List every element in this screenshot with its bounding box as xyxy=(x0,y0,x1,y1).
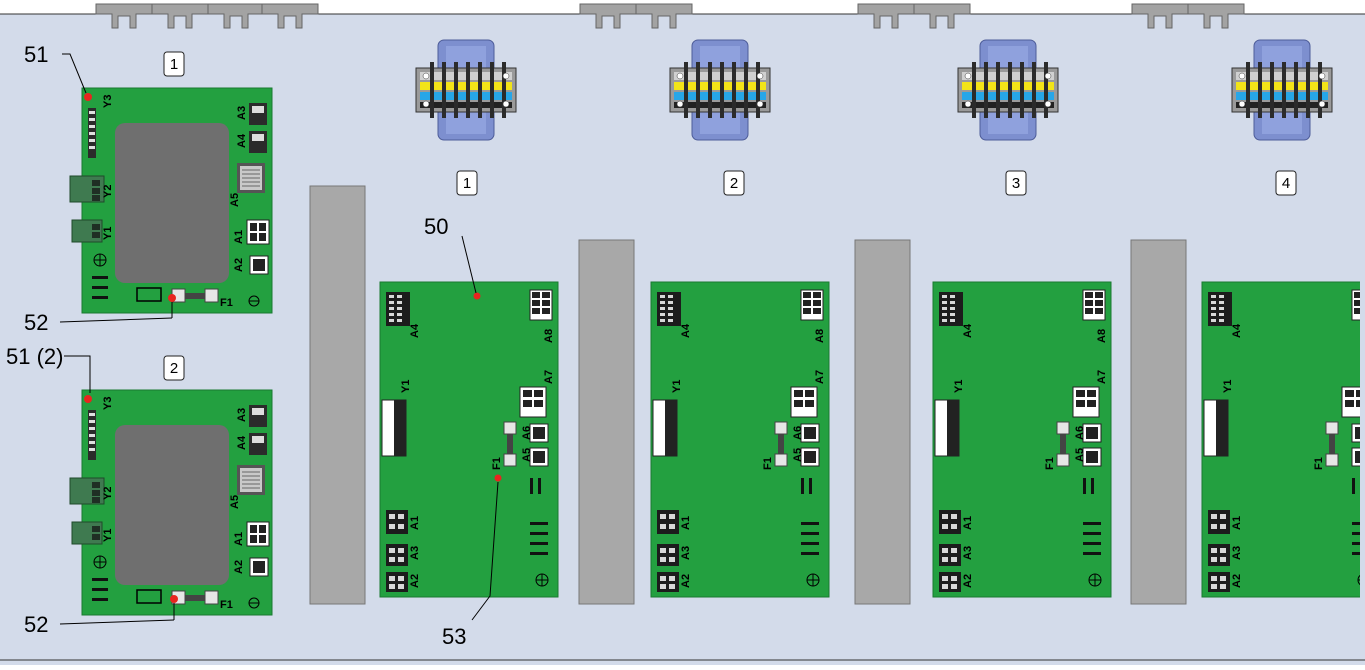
callout-51: 51 xyxy=(24,42,48,67)
fuse-led-52-2 xyxy=(170,595,178,603)
led-indicator-51 xyxy=(84,93,92,101)
controller-board-1 xyxy=(69,87,273,314)
svg-text:A7: A7 xyxy=(543,370,555,384)
cable-duct-2 xyxy=(578,239,635,605)
led-indicator-51-2 xyxy=(84,395,92,403)
svg-text:F1: F1 xyxy=(1044,457,1056,470)
label-y1: Y1 xyxy=(102,227,114,240)
label-y3: Y3 xyxy=(102,95,114,108)
label-a4: A4 xyxy=(236,133,248,148)
cable-duct-3 xyxy=(854,239,911,605)
svg-text:4: 4 xyxy=(1282,175,1290,192)
io-board-labels: A4 A8 Y1 A7 A6 A5 F1 A1 A3 A2 A4 A8 Y1 A… xyxy=(400,323,1325,588)
label-a5: A5 xyxy=(229,193,241,207)
svg-text:A1: A1 xyxy=(409,516,421,530)
svg-text:A4: A4 xyxy=(680,323,692,338)
svg-text:A4: A4 xyxy=(409,323,421,338)
svg-text:F1: F1 xyxy=(1313,457,1325,470)
controller-board-2 xyxy=(69,389,273,616)
svg-text:Y1: Y1 xyxy=(400,380,412,393)
cable-duct-4 xyxy=(1130,239,1187,605)
fuse-led-52 xyxy=(168,294,176,302)
svg-text:A8: A8 xyxy=(814,329,826,343)
svg-text:A6: A6 xyxy=(792,426,804,440)
io-board-4 xyxy=(1201,281,1365,598)
svg-text:A3: A3 xyxy=(962,546,974,560)
svg-text:F1: F1 xyxy=(762,457,774,470)
svg-text:A7: A7 xyxy=(814,370,826,384)
svg-text:A7: A7 xyxy=(1096,370,1108,384)
svg-text:Y1: Y1 xyxy=(953,380,965,393)
controller-board-2-labels: Y3 A3 A4 A5 Y2 Y1 A1 A2 F1 xyxy=(102,397,248,611)
leader-lines xyxy=(59,53,499,625)
label-a4-b: A4 xyxy=(236,435,248,450)
svg-text:1: 1 xyxy=(463,175,471,192)
svg-text:3: 3 xyxy=(1012,175,1020,192)
io-board-led-50 xyxy=(473,292,481,300)
svg-text:A6: A6 xyxy=(1074,426,1086,440)
svg-text:A2: A2 xyxy=(1231,574,1243,588)
svg-text:A5: A5 xyxy=(521,448,533,462)
svg-text:A3: A3 xyxy=(409,546,421,560)
callout-50: 50 xyxy=(424,214,448,239)
callout-labels: 51 51 (2) 52 52 50 53 xyxy=(6,42,466,649)
svg-text:1: 1 xyxy=(170,56,178,73)
callout-52: 52 xyxy=(24,310,48,335)
svg-text:A1: A1 xyxy=(1231,516,1243,530)
svg-text:A8: A8 xyxy=(543,329,555,343)
svg-text:2: 2 xyxy=(730,175,738,192)
cable-duct-1 xyxy=(309,185,366,605)
label-f1: F1 xyxy=(220,297,233,309)
terminal-number-box-4: 4 xyxy=(1275,170,1297,196)
label-a2: A2 xyxy=(233,258,245,272)
label-a1-b: A1 xyxy=(233,532,245,546)
callout-51-2: 51 (2) xyxy=(6,344,63,369)
svg-text:A8: A8 xyxy=(1096,329,1108,343)
svg-text:A2: A2 xyxy=(409,574,421,588)
svg-text:A1: A1 xyxy=(680,516,692,530)
label-a3-b: A3 xyxy=(236,408,248,422)
svg-text:A5: A5 xyxy=(1074,448,1086,462)
svg-text:A5: A5 xyxy=(792,448,804,462)
svg-text:A4: A4 xyxy=(1231,323,1243,338)
label-a2-b: A2 xyxy=(233,560,245,574)
label-a1: A1 xyxy=(233,230,245,244)
terminal-number-box-3: 3 xyxy=(1005,170,1027,196)
callout-53: 53 xyxy=(442,624,466,649)
terminal-number-box-1: 1 xyxy=(456,170,478,196)
svg-text:2: 2 xyxy=(170,360,178,377)
label-y2: Y2 xyxy=(102,185,114,198)
svg-text:A3: A3 xyxy=(680,546,692,560)
svg-text:A2: A2 xyxy=(962,574,974,588)
label-y3-b: Y3 xyxy=(102,397,114,410)
io-board-1 xyxy=(379,281,559,598)
label-a3: A3 xyxy=(236,106,248,120)
svg-text:A1: A1 xyxy=(962,516,974,530)
terminal-number-box-2: 2 xyxy=(723,170,745,196)
svg-text:A4: A4 xyxy=(962,323,974,338)
controller-board-1-labels: Y3 A3 A4 A5 Y2 Y1 A1 A2 F1 xyxy=(102,95,248,309)
board-number-box-1: 1 xyxy=(163,51,185,77)
label-a5-b: A5 xyxy=(229,495,241,509)
label-y2-b: Y2 xyxy=(102,487,114,500)
svg-text:F1: F1 xyxy=(491,457,503,470)
svg-text:Y1: Y1 xyxy=(671,380,683,393)
svg-text:A6: A6 xyxy=(521,426,533,440)
io-fuse-led-53 xyxy=(494,474,502,482)
label-f1-b: F1 xyxy=(220,599,233,611)
callout-52-2: 52 xyxy=(24,612,48,637)
svg-text:Y1: Y1 xyxy=(1222,380,1234,393)
svg-text:A3: A3 xyxy=(1231,546,1243,560)
svg-text:A2: A2 xyxy=(680,574,692,588)
label-y1-b: Y1 xyxy=(102,529,114,542)
board-number-box-2: 2 xyxy=(163,355,185,381)
